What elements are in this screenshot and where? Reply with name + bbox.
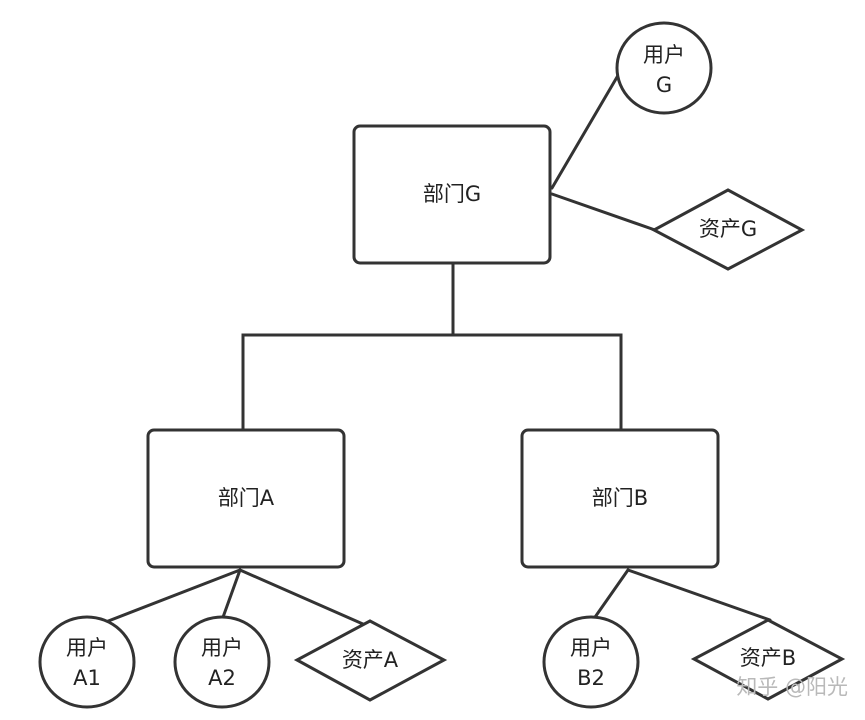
- user-b2-label-line2: B2: [577, 666, 605, 690]
- user-g-label-line2: G: [656, 73, 672, 97]
- asset-g-diamond: [650, 188, 806, 271]
- edges: [96, 70, 772, 630]
- user-g-node: 用户 G: [615, 21, 713, 115]
- edge-dept-b-user-b2: [591, 568, 630, 622]
- asset-g-label: 资产G: [699, 217, 757, 241]
- user-a1-node: 用户 A1: [38, 615, 136, 709]
- edge-dept-a-user-a2: [220, 568, 242, 622]
- watermark-text: 知乎 @阳光: [736, 675, 848, 699]
- asset-a-diamond: [293, 619, 448, 702]
- user-a2-label-line1: 用户: [201, 636, 243, 660]
- edge-dept-a-user-a1: [96, 568, 242, 627]
- user-b2-node: 用户 B2: [542, 615, 640, 709]
- user-a2-label-line2: A2: [208, 666, 236, 690]
- edge-dept-g-user-g: [550, 70, 622, 190]
- edge-dept-a-asset-a: [238, 568, 374, 630]
- dept-b-node: 部门B: [520, 428, 720, 569]
- asset-b-node: 资产B: [690, 618, 846, 701]
- dept-a-node: 部门A: [146, 428, 346, 569]
- dept-a-box: [146, 428, 346, 569]
- asset-a-label: 资产A: [342, 648, 399, 672]
- dept-g-node: 部门G: [352, 124, 552, 265]
- dept-a-label: 部门A: [218, 486, 275, 510]
- user-g-circle: [615, 21, 713, 115]
- asset-b-label: 资产B: [740, 646, 796, 670]
- dept-b-label: 部门B: [592, 486, 648, 510]
- user-g-label-line1: 用户: [643, 43, 685, 67]
- dept-g-box: [352, 124, 552, 265]
- user-b2-circle: [542, 615, 640, 709]
- edge-dept-b-asset-b: [626, 568, 772, 622]
- edge-dept-g-dept-a: [241, 261, 455, 432]
- dept-b-box: [520, 428, 720, 569]
- dept-g-label: 部门G: [423, 182, 481, 206]
- asset-g-node: 资产G: [650, 188, 806, 271]
- user-a1-circle: [38, 615, 136, 709]
- asset-a-node: 资产A: [293, 619, 448, 702]
- user-a2-circle: [173, 615, 271, 709]
- user-a2-node: 用户 A2: [173, 615, 271, 709]
- edge-dept-g-dept-b: [451, 333, 623, 432]
- user-b2-label-line1: 用户: [570, 636, 612, 660]
- edge-dept-g-asset-g: [550, 192, 657, 232]
- user-a1-label-line2: A1: [73, 666, 101, 690]
- asset-b-diamond: [690, 618, 846, 701]
- user-a1-label-line1: 用户: [66, 636, 108, 660]
